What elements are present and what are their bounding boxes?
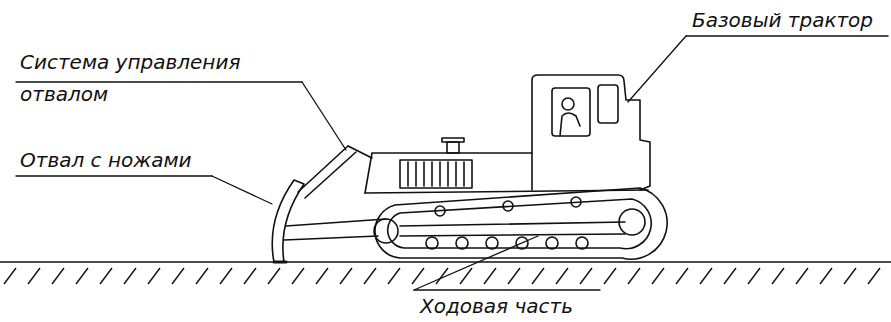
leader-line [212,176,272,204]
part-label: Система управления отвалом [20,46,302,110]
part-label: Базовый трактор [692,8,887,32]
push-arm [284,236,378,240]
hood [365,153,532,193]
leader-line [302,82,346,150]
carrier-roller [435,206,445,216]
track-inner [388,199,652,249]
cab-window [598,85,618,123]
hydraulic-cylinder [298,146,348,192]
blade [272,180,304,262]
road-wheel [486,237,498,249]
operator-head [562,98,574,110]
label-underline [16,175,212,176]
cab [532,75,650,190]
road-wheel [456,237,468,249]
carrier-roller [503,201,513,211]
track-outer [375,188,667,259]
road-wheel [576,237,588,249]
exhaust-cap [442,138,464,142]
carrier-roller [571,197,581,207]
blade-knife [274,261,286,264]
part-label: Ходовая часть [420,294,600,318]
label-overline [414,289,600,290]
track-frame [400,222,625,226]
track-frame [400,234,625,236]
idler-wheel [374,219,398,243]
grille-slats [408,162,464,186]
leader-line [414,236,538,290]
cab-window [552,88,590,136]
cylinder-mount [348,146,372,158]
road-wheel [546,237,558,249]
label-underline [686,35,888,36]
road-wheel [426,237,438,249]
ground-line [0,261,891,263]
drive-sprocket [619,209,645,235]
part-label: Отвал с ножами [20,148,210,172]
leader-line [628,36,686,102]
radiator-grille [400,160,472,188]
body-bottom [365,190,648,193]
operator-body [560,113,580,136]
exhaust-pipe [447,142,459,153]
ground-hatching [0,264,891,286]
push-arm [286,219,386,226]
hydraulic-cylinder [305,152,356,198]
